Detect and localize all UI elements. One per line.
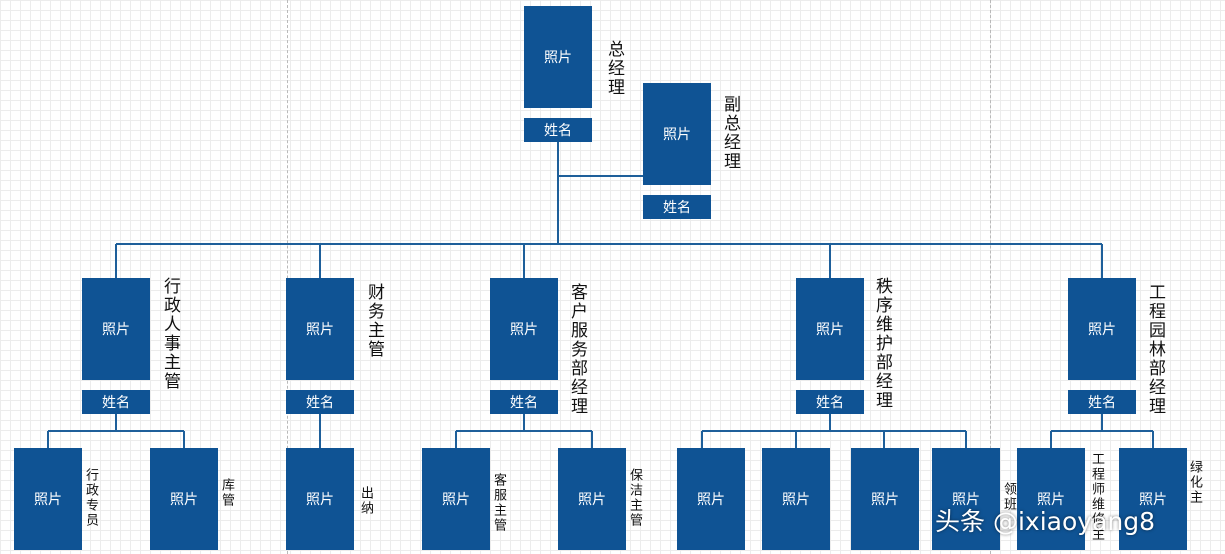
admin-clerk-photo: 照片: [14, 448, 82, 550]
foreman-title: 领班: [1001, 482, 1016, 512]
watermark: 头条 @ixiaoyang8: [935, 507, 1155, 536]
order-dept-title: 秩序维护部经理: [872, 277, 892, 410]
deputy-gm-photo: 照片: [643, 83, 711, 185]
cs-supervisor-title: 客服主管: [491, 473, 506, 533]
page-guide-right: [990, 0, 991, 554]
customer-service-photo: 照片: [490, 278, 558, 380]
admin-hr-photo: 照片: [82, 278, 150, 380]
finance-title: 财务主管: [364, 283, 384, 359]
customer-service-title: 客户服务部经理: [567, 283, 587, 416]
cleaning-supervisor-photo: 照片: [558, 448, 626, 550]
engineering-name: 姓名: [1068, 390, 1136, 414]
greening-photo: 照片: [1119, 448, 1187, 550]
gm-name: 姓名: [524, 118, 592, 142]
engineering-photo: 照片: [1068, 278, 1136, 380]
order-staff-2-photo: 照片: [762, 448, 830, 550]
admin-hr-name: 姓名: [82, 390, 150, 414]
engineer-photo: 照片: [1017, 448, 1085, 550]
engineering-title: 工程园林部经理: [1145, 283, 1165, 416]
order-staff-4-photo: 照片: [932, 448, 1000, 550]
cs-supervisor-photo: 照片: [422, 448, 490, 550]
warehouse-photo: 照片: [150, 448, 218, 550]
deputy-gm-title: 副总经理: [720, 95, 740, 171]
warehouse-title: 库管: [219, 478, 234, 508]
admin-hr-title: 行政人事主管: [160, 277, 180, 391]
order-dept-photo: 照片: [796, 278, 864, 380]
finance-photo: 照片: [286, 278, 354, 380]
gm-photo: 照片: [524, 6, 592, 108]
cleaning-supervisor-title: 保洁主管: [627, 468, 642, 528]
order-staff-1-photo: 照片: [677, 448, 745, 550]
order-dept-name: 姓名: [796, 390, 864, 414]
greening-title: 绿化主: [1187, 460, 1202, 505]
page-guide-left: [287, 0, 288, 554]
cashier-photo: 照片: [286, 448, 354, 550]
engineer-title: 工程师维修主: [1089, 452, 1104, 542]
order-staff-3-photo: 照片: [851, 448, 919, 550]
deputy-gm-name: 姓名: [643, 195, 711, 219]
customer-service-name: 姓名: [490, 390, 558, 414]
gm-title: 总经理: [604, 40, 624, 97]
admin-clerk-title: 行政专员: [83, 468, 98, 528]
cashier-title: 出纳: [358, 486, 373, 516]
finance-name: 姓名: [286, 390, 354, 414]
